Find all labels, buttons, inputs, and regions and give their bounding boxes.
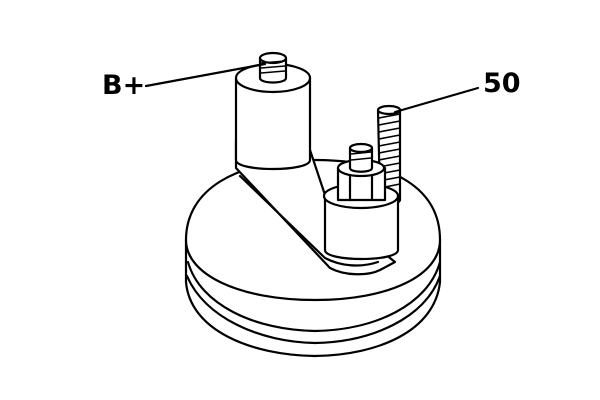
b-plus-terminal <box>234 51 312 171</box>
small-terminal <box>322 142 400 261</box>
b-plus-leader-line <box>144 62 267 88</box>
terminal-50-leader-line <box>393 86 480 114</box>
terminal-50-label: 50 <box>483 68 521 99</box>
strap-groove <box>238 174 380 267</box>
b-plus-label: B+ <box>102 70 146 101</box>
